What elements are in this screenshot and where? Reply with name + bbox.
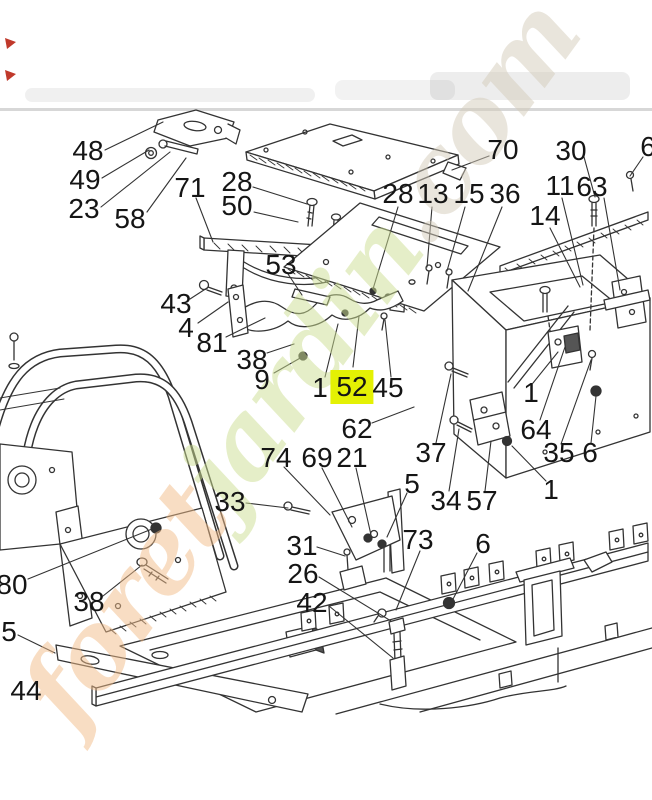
left-fender: [0, 443, 227, 635]
console-box: [444, 194, 651, 479]
faded-header-band: [25, 88, 315, 102]
swan-bracket: [198, 279, 404, 361]
faded-header-band: [335, 80, 455, 100]
bottom-rail: [91, 488, 652, 715]
seat-pan-plate: [245, 123, 467, 200]
lever-assembly: [144, 109, 241, 160]
faded-header-band: [430, 72, 630, 100]
mount-rail: [499, 170, 649, 275]
seat-base-plate: [283, 202, 501, 314]
page-divider-line: [0, 108, 652, 111]
red-marker-icon: [5, 38, 16, 49]
red-marker-icon: [5, 70, 16, 81]
leader-lines: [17, 121, 644, 659]
